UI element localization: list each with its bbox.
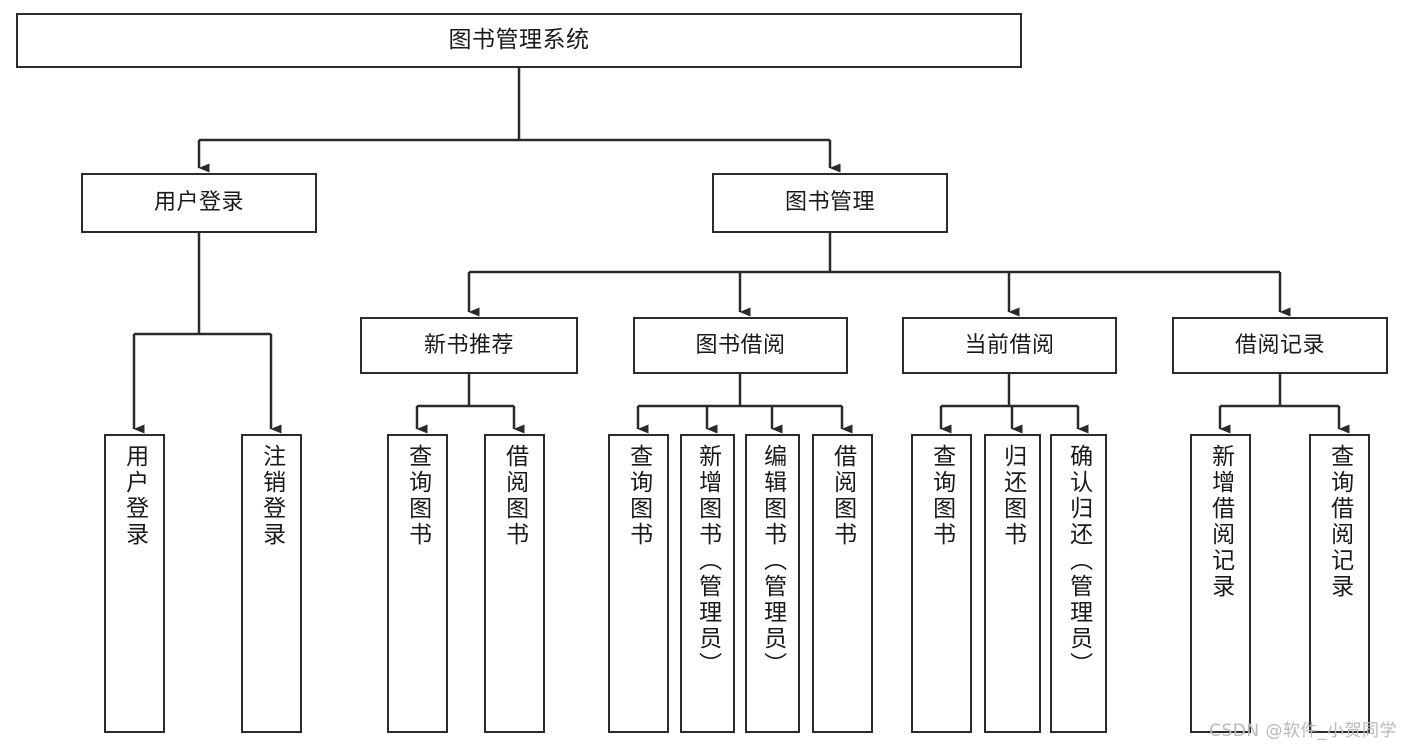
node-leaf-return-book[interactable]: 归还图书 (984, 434, 1041, 733)
node-leaf-user-login-label: 用户登录 (121, 444, 148, 548)
node-leaf-add-borrow-record[interactable]: 新增借阅记录 (1190, 434, 1251, 733)
node-leaf-query-borrow-record-label: 查询借阅记录 (1326, 444, 1353, 600)
node-leaf-return-book-label: 归还图书 (999, 444, 1026, 548)
csdn-watermark: CSDN @软件_小贺同学 (1209, 721, 1397, 741)
node-leaf-edit-book-admin-label: 编辑图书（管理员） (759, 444, 786, 678)
node-leaf-query-borrow-record[interactable]: 查询借阅记录 (1309, 434, 1370, 733)
node-leaf-query-book-newbook-label: 查询图书 (404, 444, 431, 548)
node-book-management-label: 图书管理 (784, 190, 875, 216)
node-leaf-add-borrow-record-label: 新增借阅记录 (1207, 444, 1234, 600)
node-leaf-borrow-book-newbook[interactable]: 借阅图书 (484, 434, 545, 733)
node-leaf-add-book-admin-label: 新增图书（管理员） (694, 444, 721, 678)
node-leaf-add-book-admin[interactable]: 新增图书（管理员） (680, 434, 735, 733)
node-root[interactable]: 图书管理系统 (16, 13, 1022, 68)
node-leaf-confirm-return-admin-label: 确认归还（管理员） (1065, 444, 1092, 678)
node-leaf-logout-label: 注销登录 (258, 444, 285, 548)
node-root-label: 图书管理系统 (448, 26, 590, 53)
node-book-management[interactable]: 图书管理 (712, 173, 948, 233)
node-book-borrow-label: 图书借阅 (695, 332, 786, 358)
node-book-borrow[interactable]: 图书借阅 (633, 317, 848, 374)
node-leaf-query-book-newbook[interactable]: 查询图书 (387, 434, 448, 733)
node-borrow-record[interactable]: 借阅记录 (1172, 317, 1388, 374)
node-leaf-borrow-book-newbook-label: 借阅图书 (501, 444, 528, 548)
node-borrow-record-label: 借阅记录 (1234, 332, 1325, 358)
node-leaf-confirm-return-admin[interactable]: 确认归还（管理员） (1050, 434, 1107, 733)
node-user-login-label: 用户登录 (153, 190, 244, 216)
node-leaf-user-login[interactable]: 用户登录 (104, 434, 165, 733)
node-current-borrow-label: 当前借阅 (964, 332, 1055, 358)
node-leaf-query-book-current-label: 查询图书 (928, 444, 955, 548)
node-leaf-edit-book-admin[interactable]: 编辑图书（管理员） (745, 434, 800, 733)
node-leaf-borrow-book[interactable]: 借阅图书 (812, 434, 873, 733)
node-leaf-logout[interactable]: 注销登录 (241, 434, 302, 733)
node-leaf-query-book-current[interactable]: 查询图书 (911, 434, 972, 733)
node-leaf-borrow-book-label: 借阅图书 (829, 444, 856, 548)
node-leaf-query-book-borrow-label: 查询图书 (625, 444, 652, 548)
node-current-borrow[interactable]: 当前借阅 (902, 317, 1117, 374)
node-user-login[interactable]: 用户登录 (81, 173, 317, 233)
node-leaf-query-book-borrow[interactable]: 查询图书 (608, 434, 669, 733)
node-new-book-recommend-label: 新书推荐 (423, 332, 514, 358)
node-new-book-recommend[interactable]: 新书推荐 (360, 317, 578, 374)
